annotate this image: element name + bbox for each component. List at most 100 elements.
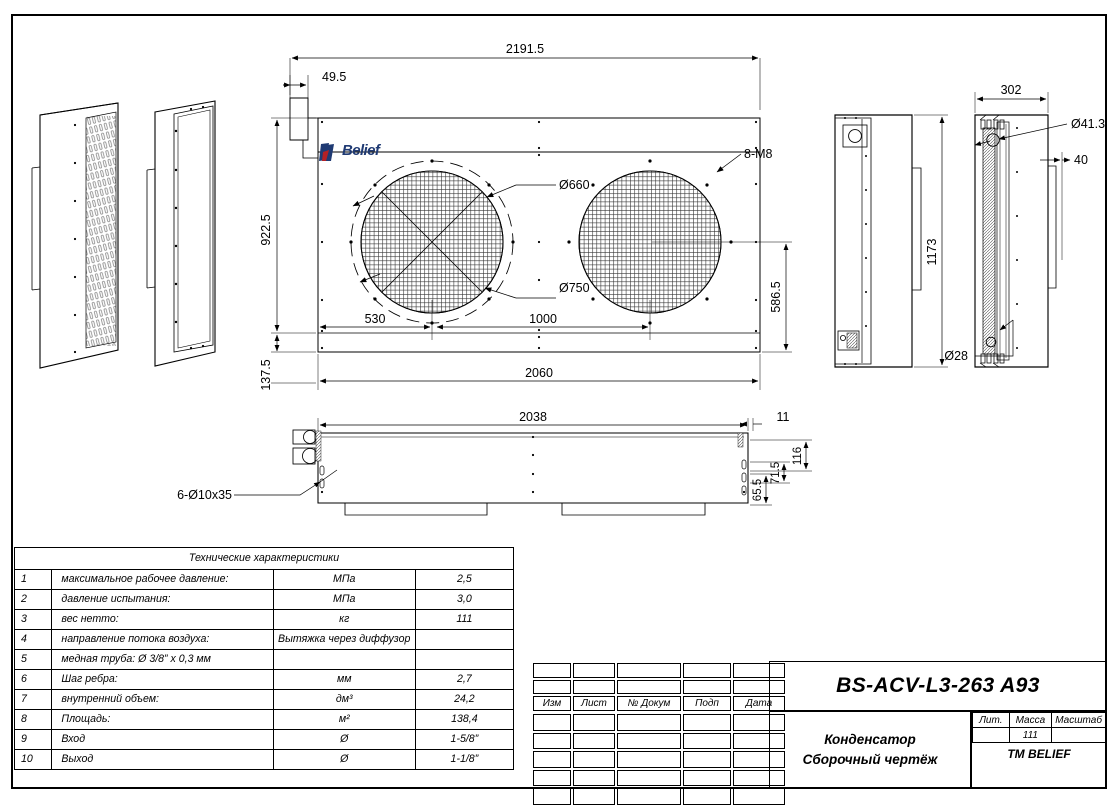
spec-row-num: 8 <box>13 709 53 730</box>
spec-row-unit: Ø <box>272 729 416 750</box>
meta-header-masshtab: Масштаб <box>1051 712 1106 728</box>
spec-row-num: 3 <box>13 609 53 630</box>
spec-table-title: Технические характеристики <box>14 547 514 570</box>
table-row: 1 максимальное рабочее давление: МПа 2,5 <box>13 569 515 590</box>
callout-bolt-8m8: 8-M8 <box>744 147 773 161</box>
spec-row-unit: м² <box>272 709 416 730</box>
spec-row-value: 2,7 <box>414 669 515 690</box>
title-block: Изм Лист № Докум Подп Дата BS-ACV-L3-263… <box>531 661 1107 805</box>
meta-value-row: 111 <box>972 727 1106 743</box>
spec-row-num: 4 <box>13 629 53 650</box>
spec-row-name: направление потока воздуха: <box>51 629 274 650</box>
revision-header-row: Изм Лист № Докум Подп Дата <box>533 696 785 711</box>
spec-row-value: 3,0 <box>414 589 515 610</box>
dim-front-left-offset: 49.5 <box>322 70 346 84</box>
dim-plan-edge: 11 <box>777 410 790 424</box>
spec-row-value <box>414 649 515 670</box>
side-view-b-section <box>974 92 1071 368</box>
belief-logo: Belief <box>318 141 400 165</box>
table-row: 9 Вход Ø 1-5/8” <box>13 729 515 750</box>
document-code: BS-ACV-L3-263 A93 <box>769 661 1107 711</box>
spec-row-name: Площадь: <box>51 709 274 730</box>
table-row <box>533 788 785 805</box>
belief-logo-mark <box>319 143 334 161</box>
belief-logo-text: Belief <box>342 142 380 159</box>
spec-table-header-row: Технические характеристики <box>14 547 514 570</box>
spec-row-unit: дм³ <box>272 689 416 710</box>
spec-row-name: медная труба: Ø 3/8” х 0,3 мм <box>51 649 274 670</box>
dim-front-bottom-offset: 137.5 <box>259 359 273 390</box>
spec-row-num: 2 <box>13 589 53 610</box>
revision-table-bottom <box>531 712 787 807</box>
spec-table-body: Технические характеристики 1 максимально… <box>13 547 515 770</box>
meta-header-row: Лит. Масса Масштаб <box>972 712 1106 728</box>
dim-front-mount-width: 2060 <box>525 366 553 380</box>
meta-header-lit: Лит. <box>972 712 1010 728</box>
spec-row-value: 24,2 <box>414 689 515 710</box>
spec-row-name: Выход <box>51 749 274 770</box>
dim-fan-grille-dia: Ø660 <box>559 178 590 192</box>
spec-row-value: 111 <box>414 609 515 630</box>
brand-name: TM BELIEF <box>972 742 1106 765</box>
spec-row-num: 10 <box>13 749 53 770</box>
table-row: 6 Шаг ребра: мм 2,7 <box>13 669 515 690</box>
spec-row-name: Шаг ребра: <box>51 669 274 690</box>
dim-fan-spacing-first: 530 <box>365 312 386 326</box>
spec-row-num: 9 <box>13 729 53 750</box>
table-row <box>533 732 785 750</box>
specifications-table: Технические характеристики 1 максимально… <box>13 547 515 770</box>
spec-row-value: 138,4 <box>414 709 515 730</box>
spec-row-value: 1-5/8” <box>414 729 515 750</box>
spec-row-num: 5 <box>13 649 53 670</box>
front-view <box>271 55 792 390</box>
rev-header-doc: № Докум <box>617 696 681 711</box>
dim-side-depth: 302 <box>1001 83 1022 97</box>
table-row: 8 Площадь: м² 138,4 <box>13 709 515 730</box>
iso-view-plain <box>146 100 216 367</box>
document-code-text: BS-ACV-L3-263 A93 <box>836 674 1040 697</box>
spec-row-unit: Ø <box>272 749 416 770</box>
dim-outlet-dia: Ø28 <box>944 349 968 363</box>
dim-plan-d3: 65.5 <box>752 479 764 501</box>
meta-value-massa: 111 <box>1008 727 1053 743</box>
dim-side-flange: 40 <box>1074 153 1088 167</box>
rev-header-podp: Подп <box>683 696 731 711</box>
dim-plan-length: 2038 <box>519 410 547 424</box>
dim-plan-d2: 71.5 <box>770 462 782 484</box>
dim-plan-d1: 116 <box>792 447 804 465</box>
iso-view-louvered <box>31 102 119 369</box>
dim-front-height: 922.5 <box>259 214 273 245</box>
plan-view <box>234 418 812 516</box>
dim-front-overall-width: 2191.5 <box>506 42 544 56</box>
meta-block: Лит. Масса Масштаб 111 TM BELIEF <box>971 711 1107 789</box>
spec-row-unit: мм <box>272 669 416 690</box>
dim-fan-center-height: 586.5 <box>769 281 783 312</box>
dim-inlet-dia: Ø41.3 <box>1071 117 1105 131</box>
table-row: 10 Выход Ø 1-1/8” <box>13 749 515 770</box>
table-row: 5 медная труба: Ø 3/8” х 0,3 мм <box>13 649 515 670</box>
rev-header-list: Лист <box>573 696 615 711</box>
document-name-line2: Сборочный чертёж <box>802 752 938 767</box>
document-name-line1: Конденсатор <box>824 732 916 748</box>
table-row <box>533 679 785 694</box>
dim-fan-spacing-between: 1000 <box>529 312 557 326</box>
side-view-a <box>834 114 948 368</box>
spec-row-num: 1 <box>13 569 53 590</box>
table-row: 3 вес нетто: кг 111 <box>13 609 515 630</box>
revision-table-top: Изм Лист № Докум Подп Дата <box>531 661 787 713</box>
spec-row-unit: МПа <box>272 589 416 610</box>
meta-value-lit <box>972 727 1010 743</box>
document-name: Конденсатор Сборочный чертёж <box>769 711 971 789</box>
spec-row-unit: кг <box>272 609 416 630</box>
spec-row-name: вес нетто: <box>51 609 274 630</box>
sheet-border <box>11 14 1107 789</box>
dim-side-height: 1173 <box>925 239 939 266</box>
meta-value-masshtab <box>1051 727 1106 743</box>
spec-row-name: максимальное рабочее давление: <box>51 569 274 590</box>
rev-header-data: Дата <box>733 696 785 711</box>
meta-header-massa: Масса <box>1008 712 1053 728</box>
spec-row-value: 1-1/8” <box>414 749 515 770</box>
table-row <box>533 751 785 768</box>
